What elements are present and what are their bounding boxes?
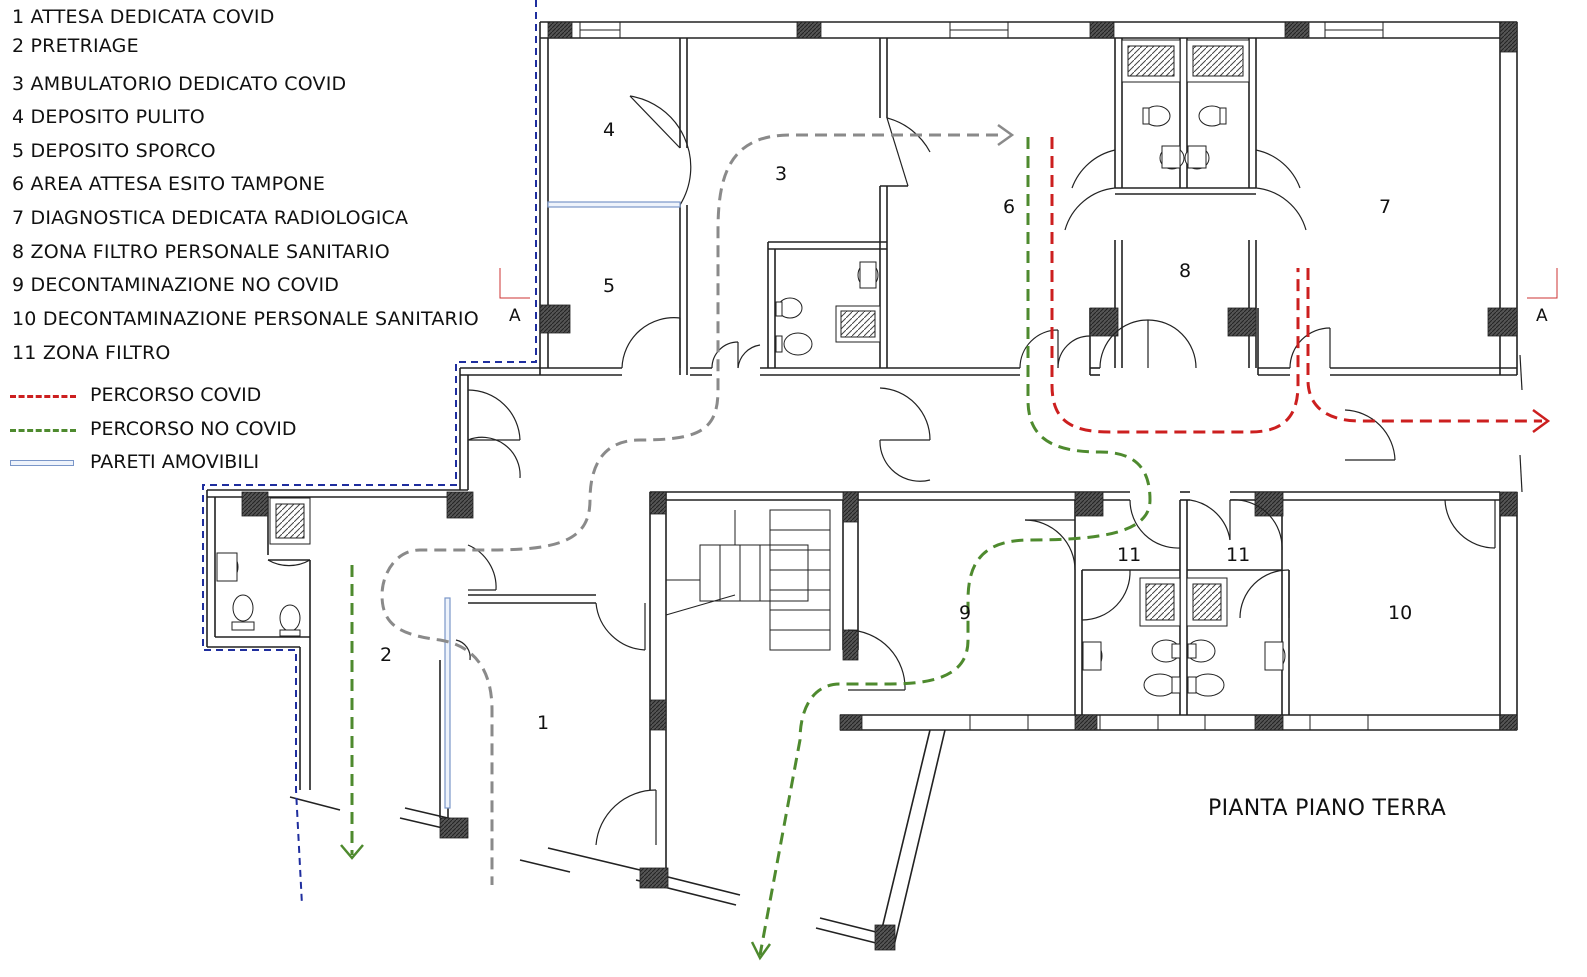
room-6-label: 6: [1003, 196, 1015, 218]
section-label-left: A: [509, 306, 521, 326]
covid-path: [1050, 137, 1542, 434]
plan-title: PIANTA PIANO TERRA: [1208, 796, 1447, 821]
room-9-label: 9: [959, 602, 971, 624]
legend-item-10: 10 DECONTAMINAZIONE PERSONALE SANITARIO: [12, 308, 479, 330]
no-covid-arrowhead-bottom: [750, 941, 772, 961]
covid-path-arrowhead: [1532, 408, 1551, 434]
sanitary-fixtures: [216, 105, 1286, 697]
covid-path-label: PERCORSO COVID: [90, 384, 262, 406]
boundary-line: [202, 0, 537, 906]
room-8-label: 8: [1179, 260, 1191, 282]
doors: [267, 95, 1523, 846]
room-labels: 1 2 3 4 5 6 7 8 9 10 11 11: [380, 119, 1412, 734]
grey-path-arrowhead: [997, 123, 1015, 147]
legend-item-4: 4 DEPOSITO PULITO: [12, 106, 205, 128]
legend-item-8: 8 ZONA FILTRO PERSONALE SANITARIO: [12, 241, 390, 263]
movable-wall-swatch: [10, 460, 74, 466]
no-covid-path-swatch: [10, 429, 76, 432]
columns: [241, 21, 1518, 951]
covid-path-swatch: [10, 395, 76, 398]
legend-item-6: 6 AREA ATTESA ESITO TAMPONE: [12, 173, 326, 195]
room-11-right-label: 11: [1226, 544, 1250, 566]
room-10-label: 10: [1388, 602, 1412, 624]
room-7-label: 7: [1379, 196, 1391, 218]
legend-item-9: 9 DECONTAMINAZIONE NO COVID: [12, 274, 340, 296]
room-2-label: 2: [380, 644, 392, 666]
shower-trays: [269, 39, 1250, 627]
legend-item-11: 11 ZONA FILTRO: [12, 342, 171, 364]
grey-path: [380, 133, 998, 885]
room-5-label: 5: [603, 275, 615, 297]
no-covid-arrowhead-left: [340, 844, 364, 860]
section-markers: [499, 268, 1558, 299]
legend-item-3: 3 AMBULATORIO DEDICATO COVID: [12, 73, 347, 95]
movable-walls-label: PARETI AMOVIBILI: [90, 451, 260, 473]
section-labels: A A: [509, 306, 1548, 326]
legend-item-5: 5 DEPOSITO SPORCO: [12, 140, 216, 162]
staircase: [665, 509, 831, 651]
room-3-label: 3: [775, 163, 787, 185]
room-11-left-label: 11: [1117, 544, 1141, 566]
legend-item-7: 7 DIAGNOSTICA DEDICATA RADIOLOGICA: [12, 207, 409, 229]
legend-item-1: 1 ATTESA DEDICATA COVID: [12, 6, 275, 28]
no-covid-path-label: PERCORSO NO COVID: [90, 418, 297, 440]
room-4-label: 4: [603, 119, 615, 141]
section-label-right: A: [1536, 306, 1548, 326]
movable-walls: [444, 201, 681, 809]
windows: [579, 21, 1384, 731]
legend-item-2: 2 PRETRIAGE: [12, 35, 139, 57]
legend: 1 ATTESA DEDICATA COVID 2 PRETRIAGE 3 AM…: [0, 0, 520, 490]
no-covid-path: [350, 137, 1152, 956]
room-1-label: 1: [537, 712, 549, 734]
